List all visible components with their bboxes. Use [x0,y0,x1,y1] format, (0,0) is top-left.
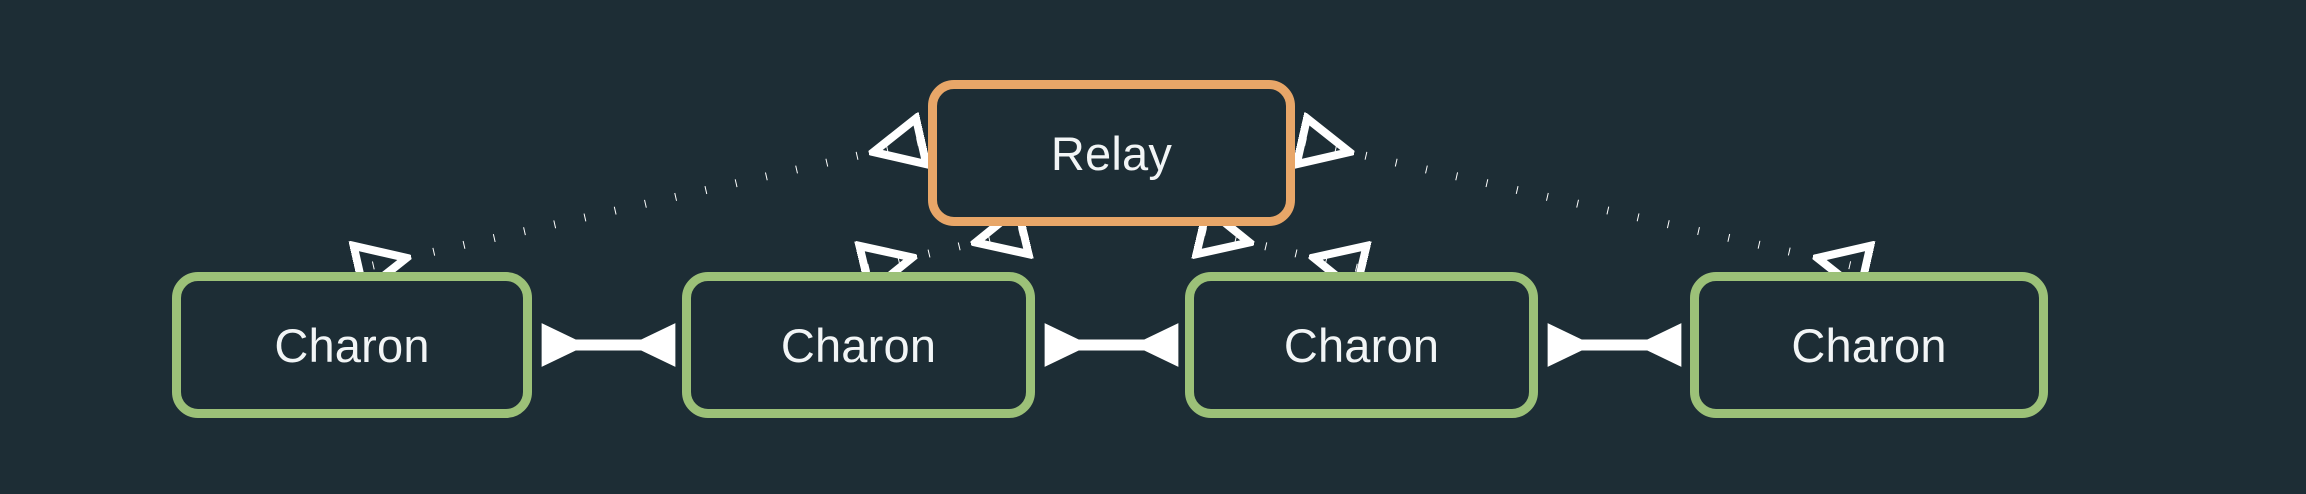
node-charon-1-label: Charon [274,318,430,372]
edge-relay-charon-1 [362,142,918,268]
edge-relay-charon-2 [868,232,1020,268]
edge-relay-charon-4 [1305,142,1862,268]
node-charon-2-label: Charon [780,318,937,372]
edge-relay-charon-3 [1205,232,1358,268]
node-charon-3[interactable]: Charon [1185,272,1538,418]
node-relay-label: Relay [1050,126,1173,180]
node-relay[interactable]: Relay [928,80,1295,226]
node-charon-4[interactable]: Charon [1690,272,2048,418]
node-charon-1[interactable]: Charon [172,272,532,418]
node-charon-2[interactable]: Charon [682,272,1035,418]
node-charon-3-label: Charon [1283,318,1440,372]
node-charon-4-label: Charon [1791,318,1947,372]
